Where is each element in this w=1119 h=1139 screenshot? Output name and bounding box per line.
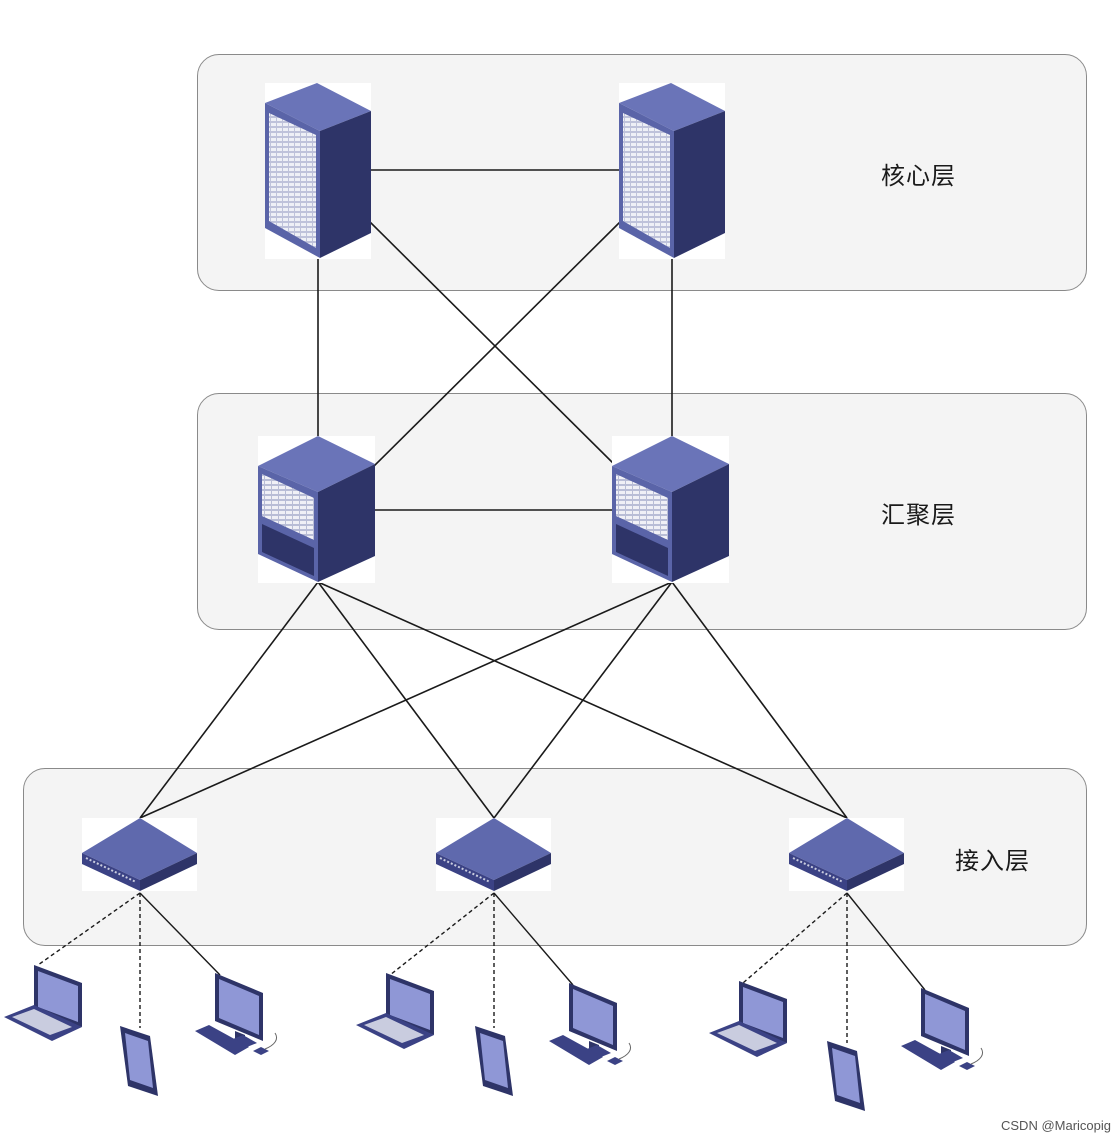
tablet-icon [120,1026,158,1096]
aggregation-switch-2 [612,436,729,583]
core-switch-1 [265,83,371,259]
uplink-lines [139,169,848,819]
access-layer-box [23,768,1087,946]
link-acc3-laptop [742,892,848,984]
link-agg2-acc2 [493,581,673,819]
laptop-icon [356,973,434,1049]
desktop-pc-icon [901,988,984,1070]
link-agg1-acc1 [139,581,319,819]
core-layer-label: 核心层 [881,162,956,190]
access-switch-1 [82,818,197,891]
link-acc2-laptop [389,892,495,976]
access-layer-label: 接入层 [955,847,1030,875]
access-switch-3 [789,818,904,891]
link-agg2-acc1 [139,581,673,819]
link-agg2-acc3 [671,581,848,819]
access-switch-2 [436,818,551,891]
tablet-icon [475,1026,513,1096]
downlink-lines [37,892,926,1043]
aggregation-layer-label: 汇聚层 [881,501,956,529]
desktop-pc-icon [195,973,278,1055]
watermark: CSDN @Maricopig [1001,1118,1111,1133]
link-acc1-desktop [139,892,221,976]
aggregation-switch-1 [258,436,375,583]
tablet-icon [827,1041,865,1111]
core-switch-2 [619,83,725,259]
desktop-pc-icon [549,983,632,1065]
link-acc1-laptop [37,892,141,966]
link-acc3-desktop [846,892,926,991]
laptop-icon [4,965,82,1041]
link-core2-agg1 [369,221,621,471]
laptop-icon [709,981,787,1057]
link-acc2-desktop [493,892,574,986]
